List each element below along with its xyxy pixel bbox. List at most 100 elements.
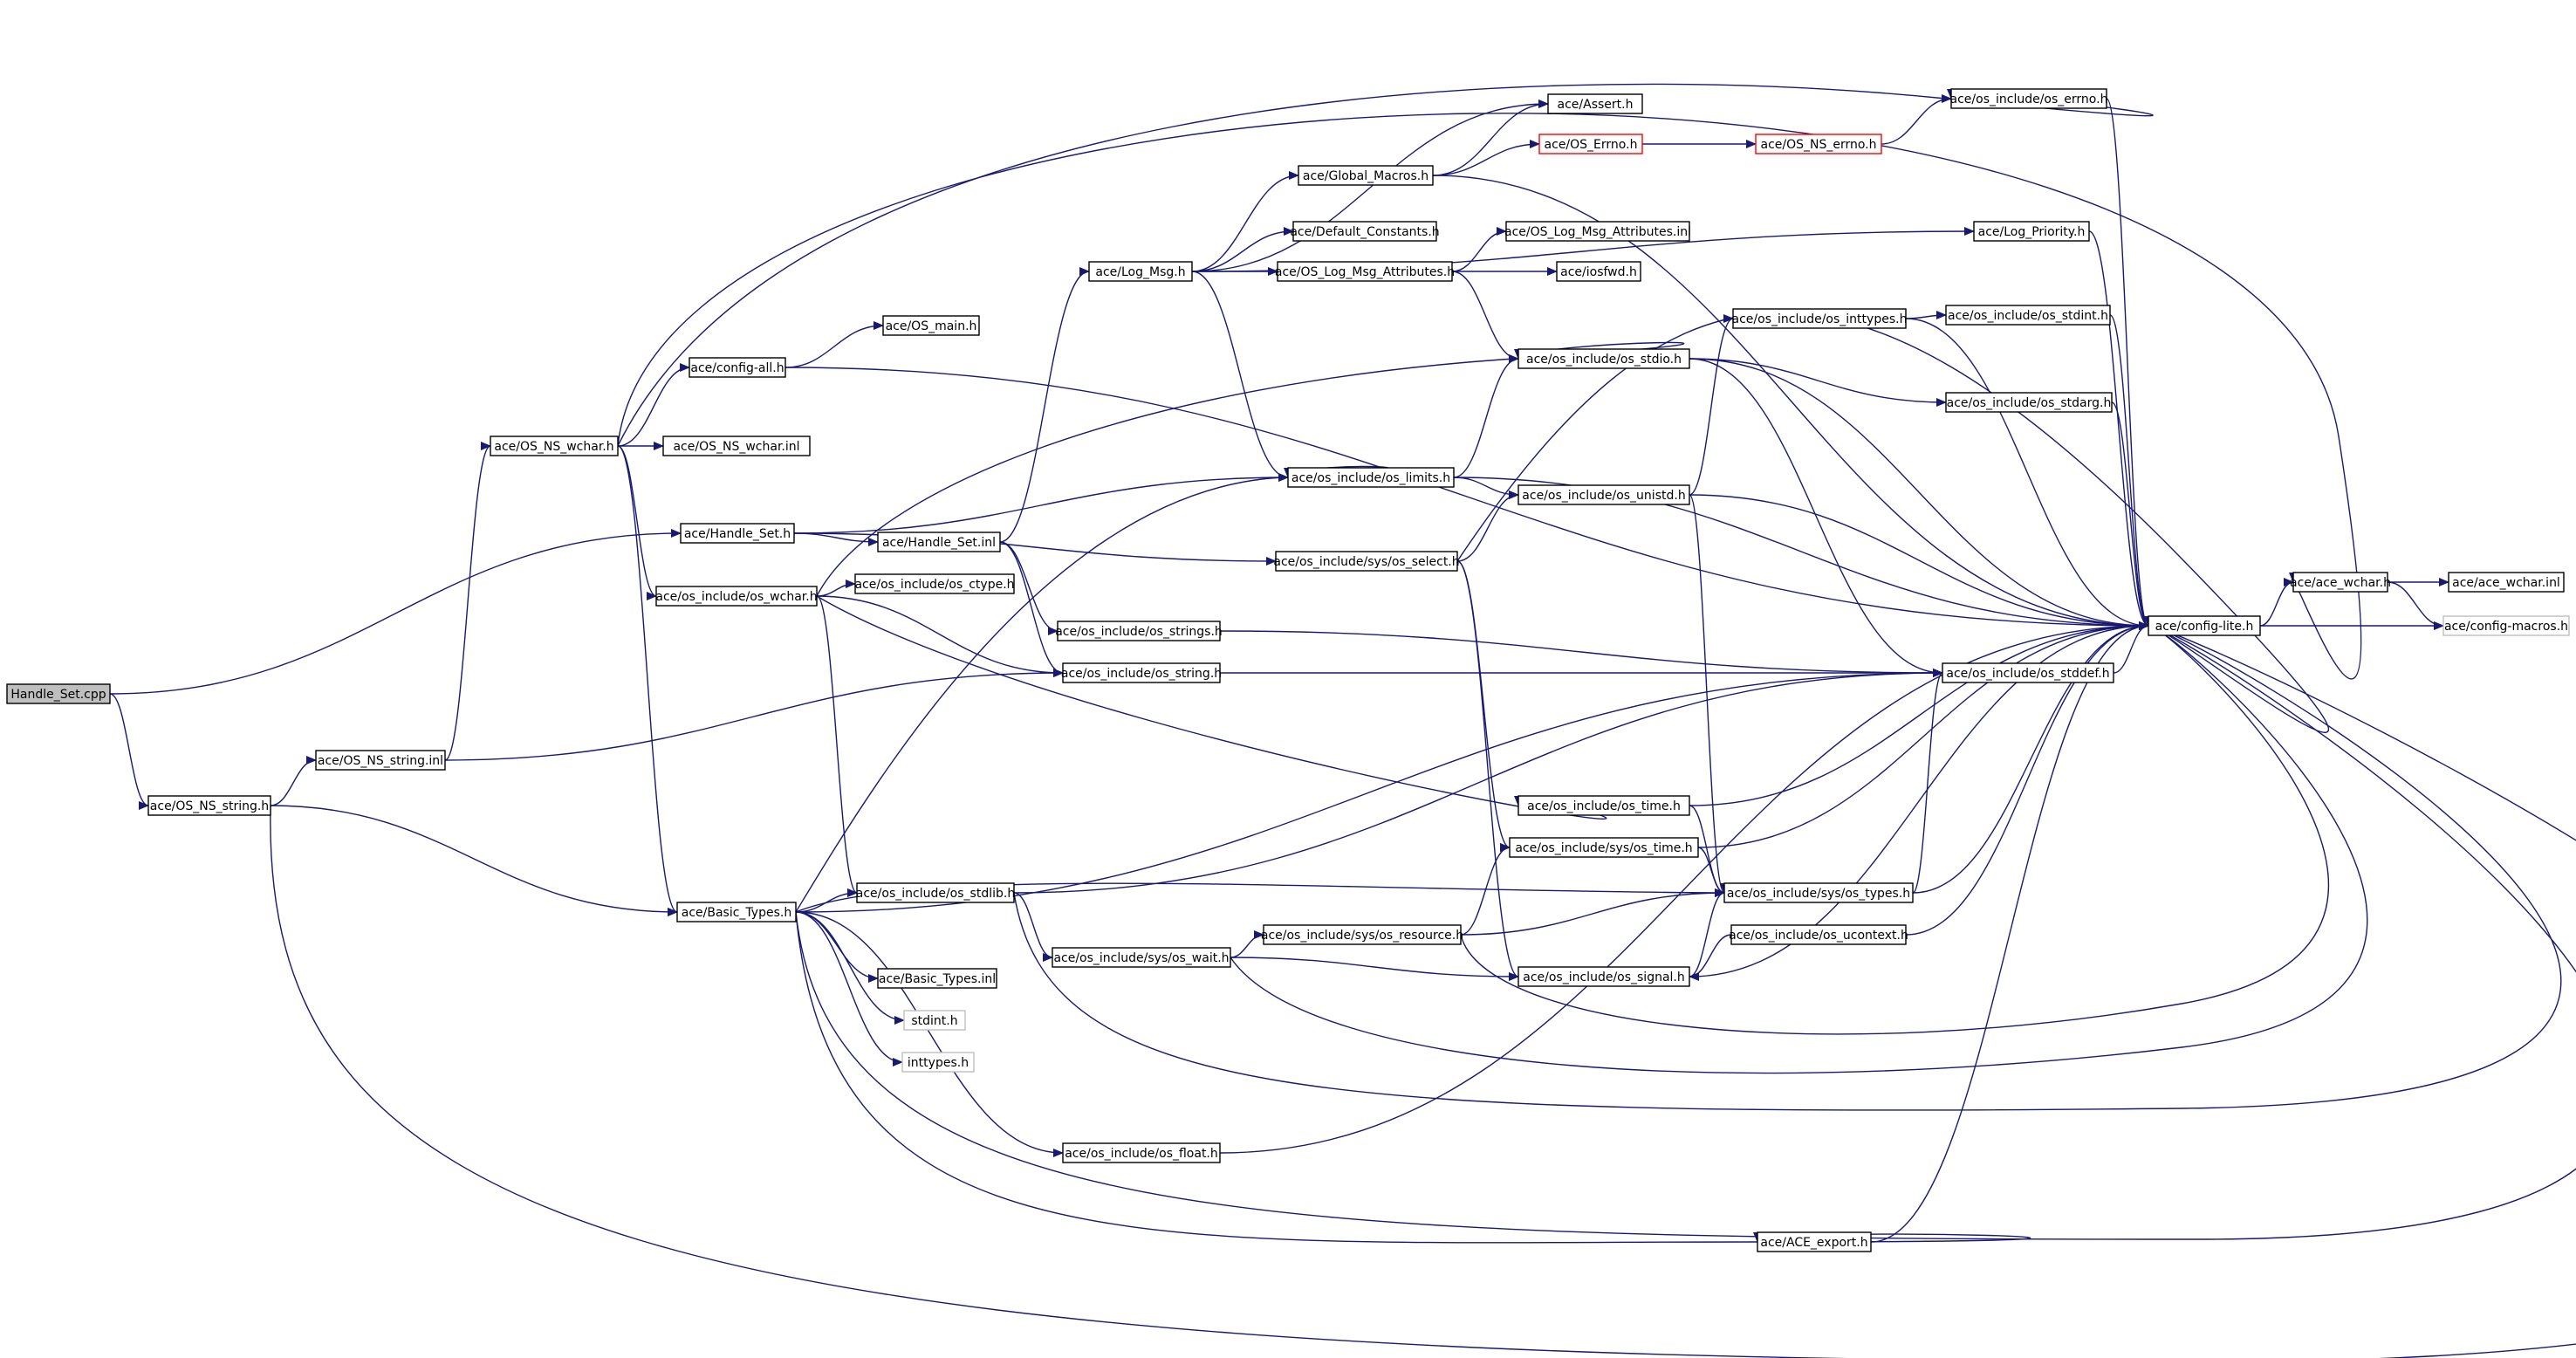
edge-ossysresource-to-ossystypes: [1460, 888, 1725, 936]
node-ossignal[interactable]: ace/os_include/os_signal.h: [1518, 966, 1690, 987]
edge-basictypes-to-configlite: [795, 615, 2576, 1240]
node-osstddef[interactable]: ace/os_include/os_stddef.h: [1942, 662, 2114, 683]
node-handleset_inl[interactable]: ace/Handle_Set.inl: [877, 532, 1001, 552]
node-box: [1052, 947, 1231, 968]
node-assert[interactable]: ace/Assert.h: [1547, 93, 1643, 114]
edge-osselect-to-ossignal: [1456, 560, 1519, 981]
node-box: [1298, 165, 1434, 186]
node-osstdio[interactable]: ace/os_include/os_stdio.h: [1518, 348, 1690, 369]
node-oserrno[interactable]: ace/OS_Errno.h: [1538, 134, 1643, 154]
node-osucontext[interactable]: ace/os_include/os_ucontext.h: [1729, 924, 1908, 945]
node-oswchar[interactable]: ace/os_include/os_wchar.h: [655, 586, 818, 607]
edge-osinclerrno-to-configlite: [2106, 98, 2149, 630]
node-defconst[interactable]: ace/Default_Constants.h: [1290, 221, 1440, 242]
edge-ostime-to-configlite: [1689, 621, 2149, 806]
edge-configlite-to-acewchar_h: [2259, 578, 2294, 627]
edge-osunistd-to-osinttypes: [1689, 314, 1734, 496]
node-basictypes_inl[interactable]: ace/Basic_Types.inl: [877, 968, 997, 989]
node-osunistd[interactable]: ace/os_include/os_unistd.h: [1518, 484, 1690, 505]
node-box: [680, 523, 795, 544]
edge-osnsstring_inl-to-osstring: [444, 669, 1064, 761]
edge-osstdarg-to-configlite: [2111, 401, 2149, 630]
node-osnsstring_inl[interactable]: ace/OS_NS_string.inl: [315, 750, 446, 771]
node-osstdint[interactable]: ace/os_include/os_stdint.h: [1945, 305, 2111, 326]
node-configlite[interactable]: ace/config-lite.h: [2148, 615, 2261, 636]
node-basictypes[interactable]: ace/Basic_Types.h: [676, 902, 797, 922]
edge-basictypes-to-osstddef: [795, 669, 1943, 913]
edge-ossyswait-to-ossignal: [1230, 957, 1519, 981]
node-osnsstring_h[interactable]: ace/OS_NS_string.h: [147, 795, 271, 816]
node-box: [1556, 261, 1641, 282]
node-oslimits[interactable]: ace/os_include/os_limits.h: [1287, 467, 1455, 488]
node-box: [877, 532, 1001, 552]
node-box: [882, 315, 980, 336]
node-label: ace/os_include/os_stdio.h: [1526, 353, 1682, 367]
edge-ossyswait-to-ossysresource: [1230, 930, 1264, 958]
node-osnswchar_inl[interactable]: ace/OS_NS_wchar.inl: [662, 436, 811, 456]
node-oslogattr_h[interactable]: ace/OS_Log_Msg_Attributes.h: [1275, 261, 1455, 282]
node-ossystime[interactable]: ace/os_include/sys/os_time.h: [1509, 837, 1699, 858]
edge-osnsstring_h-to-osnsstring_inl: [270, 756, 317, 806]
node-box: [1942, 662, 2114, 683]
node-logpriority[interactable]: ace/Log_Priority.h: [1973, 221, 2090, 242]
node-ossyswait[interactable]: ace/os_include/sys/os_wait.h: [1052, 947, 1231, 968]
node-box: [1730, 924, 1907, 945]
node-ossysresource[interactable]: ace/os_include/sys/os_resource.h: [1261, 924, 1463, 945]
node-osinttypes[interactable]: ace/os_include/os_inttypes.h: [1732, 308, 1908, 329]
node-osnswchar_h[interactable]: ace/OS_NS_wchar.h: [490, 436, 619, 456]
node-label: ace/ace_wchar.h: [2290, 576, 2391, 590]
node-box: [1723, 882, 1914, 903]
node-osinclerrno[interactable]: ace/os_include/os_errno.h: [1950, 88, 2108, 109]
edge-osstdlib-to-ossyswait: [1013, 892, 1053, 962]
node-ostime[interactable]: ace/os_include/os_time.h: [1518, 795, 1690, 816]
node-label: ace/Assert.h: [1558, 98, 1634, 112]
node-osstdarg[interactable]: ace/os_include/os_stdarg.h: [1945, 392, 2113, 413]
node-handleset_h[interactable]: ace/Handle_Set.h: [680, 523, 795, 544]
edge-osunistd-to-ossystypes: [1689, 494, 1725, 897]
node-configall[interactable]: ace/config-all.h: [689, 357, 786, 378]
node-root[interactable]: Handle_Set.cpp: [6, 683, 111, 704]
edge-osunistd-to-configlite: [1689, 494, 2149, 630]
edge-osstdio-to-osstddef: [1689, 358, 1943, 677]
node-box: [1518, 484, 1690, 505]
node-osstring[interactable]: ace/os_include/os_string.h: [1061, 662, 1222, 683]
node-ossystypes[interactable]: ace/os_include/sys/os_types.h: [1723, 882, 1914, 903]
edge-ossyswait-to-configlite: [1230, 615, 2368, 1074]
edge-oslogattr_h-to-osstdio: [1451, 271, 1519, 363]
node-oslogattr_inl[interactable]: ace/OS_Log_Msg_Attributes.inl: [1504, 221, 1691, 242]
edge-basictypes-to-osfloat: [795, 911, 1064, 1157]
edge-osnsstring_h-to-basictypes: [270, 805, 678, 916]
node-logmsg[interactable]: ace/Log_Msg.h: [1088, 261, 1193, 282]
node-osstrings[interactable]: ace/os_include/os_strings.h: [1055, 621, 1223, 641]
node-osfloat[interactable]: ace/os_include/os_float.h: [1062, 1142, 1221, 1163]
edge-osucontext-to-configlite: [1905, 621, 2149, 936]
node-box: [1732, 308, 1907, 329]
node-osctype[interactable]: ace/os_include/os_ctype.h: [854, 573, 1015, 594]
edge-osnswchar_h-to-configall: [617, 363, 690, 447]
node-iosfwd[interactable]: ace/iosfwd.h: [1556, 261, 1641, 282]
node-box: [854, 573, 1015, 594]
node-label: ace/Basic_Types.h: [682, 906, 791, 920]
edge-osnswchar_h-to-oswchar: [617, 445, 657, 600]
node-label: ace/os_include/os_time.h: [1527, 799, 1681, 813]
edge-oslimits-to-osunistd: [1453, 477, 1519, 499]
node-label: ace/os_include/os_unistd.h: [1522, 489, 1685, 503]
edge-handleset_h-to-osselect: [793, 532, 1277, 566]
node-osselect[interactable]: ace/os_include/sys/os_select.h: [1273, 551, 1460, 572]
node-label: ace/OS_NS_errno.h: [1760, 138, 1876, 152]
node-osnserrno[interactable]: ace/OS_NS_errno.h: [1755, 134, 1882, 154]
edge-logmsg-to-oslimits: [1191, 271, 1289, 482]
node-aceexport[interactable]: ace/ACE_export.h: [1757, 1231, 1872, 1252]
node-label: ace/os_include/os_float.h: [1065, 1147, 1218, 1161]
node-osstdlib[interactable]: ace/os_include/os_stdlib.h: [856, 882, 1015, 903]
node-label: Handle_Set.cpp: [10, 688, 106, 702]
edge-oslogattr_h-to-oslogattr_inl: [1451, 227, 1507, 272]
node-box: [1062, 662, 1221, 683]
edge-oswchar-to-osstdio: [816, 341, 1685, 597]
node-box: [901, 1052, 975, 1073]
node-acewchar_h[interactable]: ace/ace_wchar.h: [2290, 572, 2391, 593]
edge-osstdio-to-configlite: [1689, 358, 2149, 630]
node-acewchar_inl[interactable]: ace/ace_wchar.inl: [2448, 572, 2565, 593]
node-osmain[interactable]: ace/OS_main.h: [882, 315, 980, 336]
node-globalmacros[interactable]: ace/Global_Macros.h: [1298, 165, 1434, 186]
